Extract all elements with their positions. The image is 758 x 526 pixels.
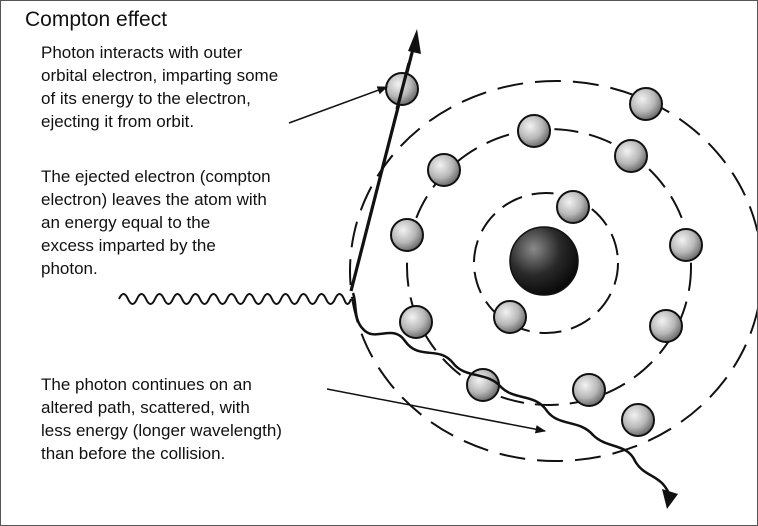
annotation-ejected-electron: The ejected electron (compton electron) … (41, 167, 271, 278)
ejected-electron-arrowhead (408, 29, 421, 54)
annotation-interaction: Photon interacts with outer orbital elec… (41, 43, 279, 131)
scattered-photon-path (351, 292, 673, 500)
annotation-scattered-photon: The photon continues on an altered path,… (41, 375, 282, 463)
electron (669, 228, 703, 262)
nucleus (509, 226, 579, 296)
scattered-photon-arrowhead (662, 489, 678, 509)
orbit-outer (349, 80, 757, 462)
electron (572, 373, 606, 407)
electron (493, 300, 527, 334)
electron (556, 190, 590, 224)
orbit-middle (406, 128, 692, 406)
ejected-electron-track-overlay (395, 62, 411, 110)
figure-title: Compton effect (25, 8, 168, 31)
leader-line-scattered (326, 388, 547, 434)
orbit-inner (473, 192, 619, 334)
incoming-photon-wave (118, 293, 352, 305)
electron (649, 309, 683, 343)
electron (390, 218, 424, 252)
electron (629, 87, 663, 121)
electron (621, 403, 655, 437)
leader-line-interaction (288, 86, 388, 124)
electron (614, 139, 648, 173)
electron (399, 305, 433, 339)
electron (517, 114, 551, 148)
electron (427, 153, 461, 187)
